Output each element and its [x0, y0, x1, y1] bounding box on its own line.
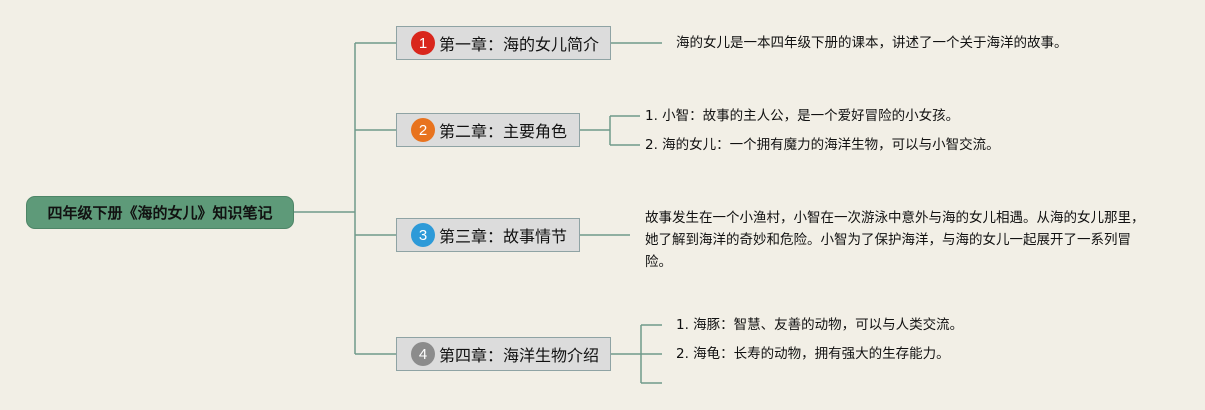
- chapter-1-detail: 海的女儿是一本四年级下册的课本，讲述了一个关于海洋的故事。: [676, 35, 1068, 51]
- chapter-title: 第四章：海洋生物介绍: [439, 346, 600, 365]
- chapter-2-detail-2: 2. 海的女儿：一个拥有魔力的海洋生物，可以与小智交流。: [645, 137, 1000, 153]
- chapter-title: 第一章：海的女儿简介: [439, 35, 600, 54]
- chapter-node-2[interactable]: 2 第二章：主要角色: [396, 113, 580, 147]
- chapter-node-3[interactable]: 3 第三章：故事情节: [396, 218, 580, 252]
- chapter-4-detail-1: 1. 海豚：智慧、友善的动物，可以与人类交流。: [676, 317, 964, 333]
- chapter-node-1[interactable]: 1 第一章：海的女儿简介: [396, 26, 611, 60]
- chapter-2-detail-1: 1. 小智：故事的主人公，是一个爱好冒险的小女孩。: [645, 108, 960, 124]
- number-badge-icon: 2: [411, 118, 435, 142]
- number-badge-icon: 3: [411, 223, 435, 247]
- number-badge-icon: 4: [411, 342, 435, 366]
- chapter-4-detail-2: 2. 海龟：长寿的动物，拥有强大的生存能力。: [676, 346, 950, 362]
- chapter-title: 第三章：故事情节: [439, 227, 568, 246]
- number-badge-icon: 1: [411, 31, 435, 55]
- root-node[interactable]: 四年级下册《海的女儿》知识笔记: [26, 196, 294, 229]
- chapter-title: 第二章：主要角色: [439, 122, 568, 141]
- chapter-node-4[interactable]: 4 第四章：海洋生物介绍: [396, 337, 611, 371]
- chapter-3-detail: 故事发生在一个小渔村，小智在一次游泳中意外与海的女儿相遇。从海的女儿那里，她了解…: [645, 210, 1145, 270]
